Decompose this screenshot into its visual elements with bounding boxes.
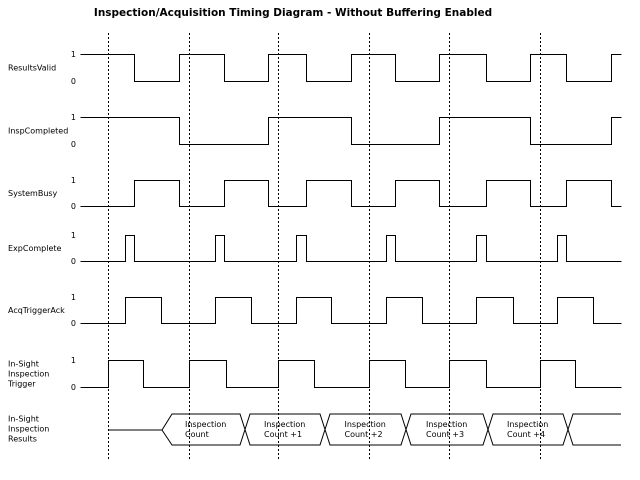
bus-segment-label: Inspection: [426, 420, 467, 429]
bus-segment-label: Count: [185, 430, 209, 439]
level-1-label: 1: [71, 50, 76, 59]
level-0-label: 0: [71, 140, 76, 149]
level-1-label: 1: [71, 231, 76, 240]
level-0-label: 0: [71, 319, 76, 328]
bus-segment-label: Inspection: [507, 420, 548, 429]
level-1-label: 1: [71, 293, 76, 302]
signal-trace: [80, 235, 622, 262]
signal-label: ResultsValid: [8, 64, 56, 73]
level-1-label: 1: [71, 113, 76, 122]
bus-rail-top: [108, 413, 621, 446]
diagram-title: Inspection/Acquisition Timing Diagram - …: [93, 7, 493, 19]
bus-rail-bottom: [161, 413, 621, 446]
signal-label: InspCompleted: [8, 127, 68, 136]
signal-trace: [80, 297, 622, 324]
level-0-label: 0: [71, 202, 76, 211]
bus-segment-label: Count +3: [426, 430, 464, 439]
bus-label: In-Sight: [8, 415, 39, 424]
level-0-label: 0: [71, 383, 76, 392]
signal-trace: [80, 360, 622, 388]
signal-trace: [80, 180, 622, 207]
signal-label: AcqTriggerAck: [8, 306, 65, 315]
signal-label: Trigger: [7, 380, 36, 389]
signal-trace: [80, 54, 622, 82]
level-1-label: 1: [71, 356, 76, 365]
signal-label: ExpComplete: [8, 244, 62, 253]
signal-label: Inspection: [8, 370, 49, 379]
level-0-label: 0: [71, 77, 76, 86]
bus-label: Results: [8, 435, 37, 444]
bus-segment-label: Inspection: [345, 420, 386, 429]
bus-segment-label: Count +4: [507, 430, 545, 439]
signal-label: SystemBusy: [8, 189, 58, 198]
bus-segment-label: Inspection: [185, 420, 226, 429]
level-0-label: 0: [71, 257, 76, 266]
signal-trace: [80, 117, 622, 145]
bus-segment-label: Count +2: [345, 430, 383, 439]
bus-segment-label: Inspection: [264, 420, 305, 429]
signal-label: In-Sight: [8, 360, 39, 369]
bus-segment-label: Count +1: [264, 430, 302, 439]
level-1-label: 1: [71, 176, 76, 185]
bus-label: Inspection: [8, 425, 49, 434]
